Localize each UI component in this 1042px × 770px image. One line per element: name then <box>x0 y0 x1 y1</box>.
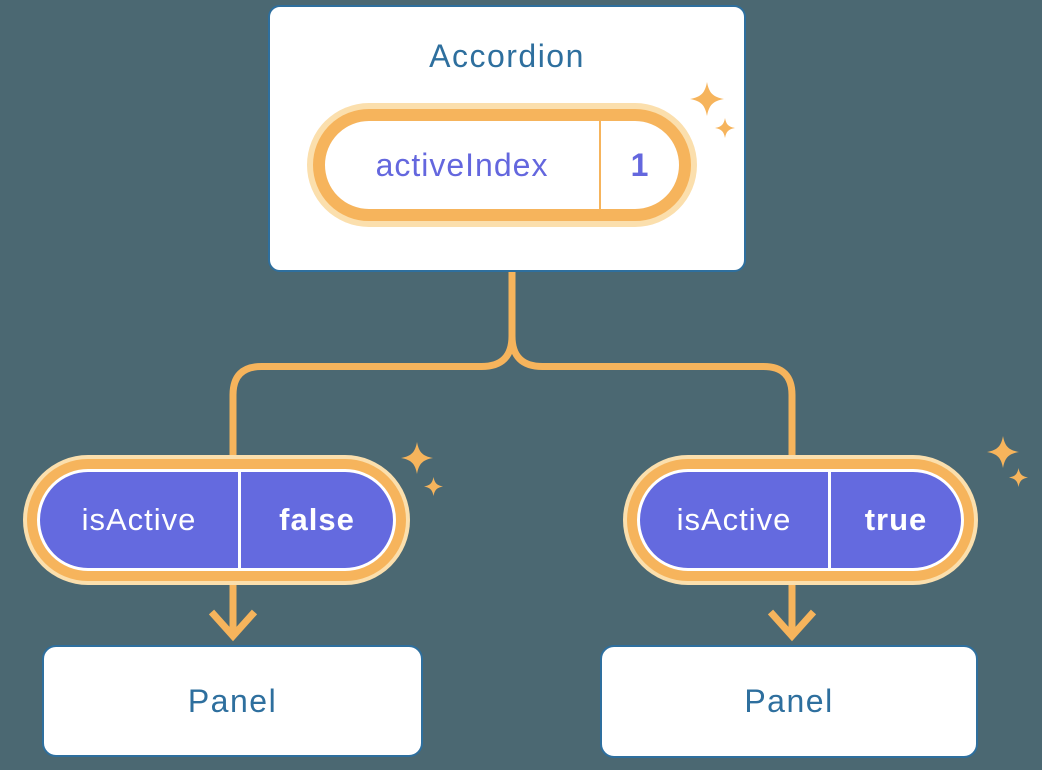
state-pill: activeIndex 1 <box>313 109 691 221</box>
panel-card-right: Panel <box>600 645 978 758</box>
panel-card-left: Panel <box>42 645 423 757</box>
sparkle-icon-small <box>1009 468 1028 487</box>
sparkle-icon-large <box>690 82 724 116</box>
state-pill-label: activeIndex <box>375 146 549 183</box>
prop-pill-value: false <box>279 502 355 537</box>
prop-pill-label: isActive <box>81 502 197 537</box>
sparkle-icon-small <box>424 477 443 496</box>
accordion-title: Accordion <box>429 38 585 74</box>
panel-title: Panel <box>744 683 834 719</box>
pill-divider <box>599 121 601 209</box>
pill-divider <box>828 472 831 568</box>
prop-pill-value: true <box>864 502 928 537</box>
connector-root-to-right <box>508 271 796 456</box>
arrow-down-icon <box>767 582 817 642</box>
pill-divider <box>238 472 241 568</box>
sparkle-icon-large <box>401 442 433 474</box>
arrow-down-icon <box>208 582 258 642</box>
prop-pill-label: isActive <box>676 502 792 537</box>
arrow-right-head <box>767 609 817 642</box>
prop-pill-right: isActive true <box>637 469 964 571</box>
sparkle-icon-large <box>987 436 1019 468</box>
state-pill-value: 1 <box>630 146 650 183</box>
panel-title: Panel <box>187 682 278 719</box>
prop-pill-left: isActive false <box>37 469 396 571</box>
connector-root-to-left <box>229 271 516 456</box>
sparkle-icon-small <box>715 118 735 138</box>
arrow-left-head <box>208 609 258 642</box>
